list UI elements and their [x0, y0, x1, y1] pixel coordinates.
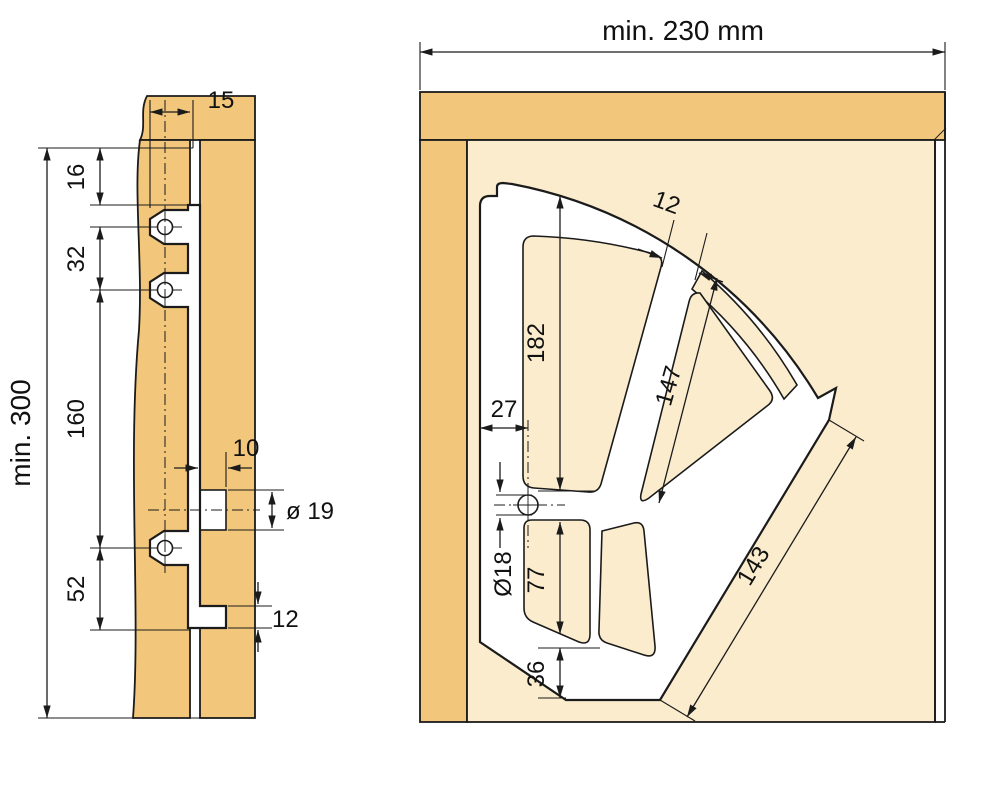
dim-52: 52 — [63, 548, 104, 630]
side-section-view: min. 300 15 16 32 160 52 10 ø 19 — [5, 87, 334, 719]
dim-hole-18: Ø18 — [490, 462, 517, 597]
dim-top-inset: 15 — [150, 87, 235, 116]
dim-hole-depth: 10 — [174, 435, 260, 472]
dim-27: 27 — [480, 396, 528, 432]
side-panel-section — [199, 139, 256, 719]
dim-160-label: 160 — [63, 399, 90, 439]
side-view-extension-lines — [38, 100, 284, 719]
dim-32: 32 — [63, 227, 104, 290]
overall-height-label: min. 300 — [5, 379, 36, 486]
dim-160: 160 — [63, 290, 104, 548]
dim-overall-height: min. 300 — [5, 148, 51, 718]
front-left-panel — [419, 139, 468, 723]
dim-182-label: 182 — [523, 323, 550, 363]
front-top-panel — [419, 91, 946, 141]
dim-182: 182 — [523, 196, 564, 490]
dim-foot-height: 12 — [254, 582, 299, 652]
mounting-profile — [148, 203, 228, 630]
dim-36-label: 36 — [523, 661, 550, 688]
bracket-cutout-lower-right — [598, 521, 656, 657]
dim-16-label: 16 — [63, 164, 90, 191]
corner-joint-line — [933, 127, 947, 141]
hole-depth-label: 10 — [233, 435, 260, 462]
overall-width-label: min. 230 mm — [602, 15, 764, 46]
top-inset-label: 15 — [208, 87, 235, 114]
dim-27-label: 27 — [491, 396, 518, 423]
hole-18-label: Ø18 — [490, 551, 517, 596]
foot-height-label: 12 — [272, 606, 299, 633]
front-view-extension-lines — [419, 42, 946, 722]
dim-overall-width: min. 230 mm — [420, 15, 945, 56]
dim-32-label: 32 — [63, 246, 90, 273]
dim-16: 16 — [63, 148, 104, 205]
hole-diameter-label: ø 19 — [286, 498, 334, 525]
dim-36: 36 — [523, 648, 564, 698]
dim-77: 77 — [523, 522, 564, 634]
front-view: min. 230 mm 12 182 147 27 Ø18 77 — [419, 15, 947, 723]
dim-52-label: 52 — [63, 576, 90, 603]
top-rail-section — [138, 95, 256, 141]
dim-hole-diameter: ø 19 — [268, 492, 334, 528]
dim-77-label: 77 — [523, 567, 550, 594]
